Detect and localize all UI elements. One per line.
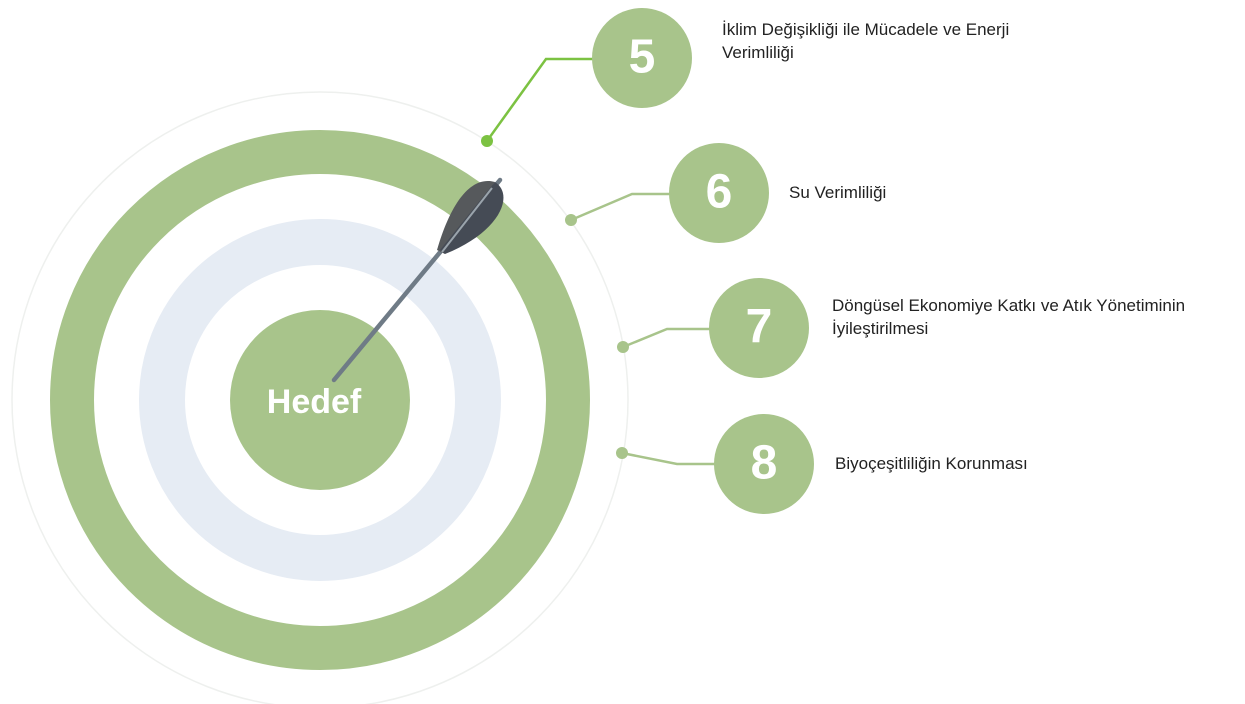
goal-5-badge: 5 [592, 8, 692, 108]
arrow-icon [331, 177, 504, 383]
connector-8 [616, 447, 717, 466]
connector-6 [565, 192, 672, 226]
target-blue-ring [139, 219, 501, 581]
connector-5 [481, 57, 596, 147]
target-green-ring [50, 130, 590, 670]
goal-8-label: Biyoçeşitliliğin Korunması [835, 454, 1028, 473]
goal-6-number: 6 [706, 166, 733, 219]
connector-7 [617, 327, 712, 353]
bullseye [230, 310, 410, 490]
arrow-fletching-icon [437, 180, 495, 254]
goal-7-label: Döngüsel Ekonomiye Katkı ve Atık Yönetim… [832, 296, 1186, 338]
goal-6-label: Su Verimliliği [789, 183, 887, 202]
goal-5-number: 5 [629, 31, 656, 84]
center-label: Hedef [267, 383, 362, 421]
goal-7-number: 7 [746, 301, 773, 354]
goal-7-badge: 7 [709, 278, 809, 378]
goal-8-number: 8 [751, 437, 778, 490]
arrow-fletching-icon [440, 182, 504, 254]
goal-6-badge: 6 [669, 143, 769, 243]
goal-8-badge: 8 [714, 414, 814, 514]
goal-5-label: İklim Değişikliği ile Mücadele ve Enerji… [722, 20, 1010, 62]
outer-faint-ring [11, 91, 629, 704]
